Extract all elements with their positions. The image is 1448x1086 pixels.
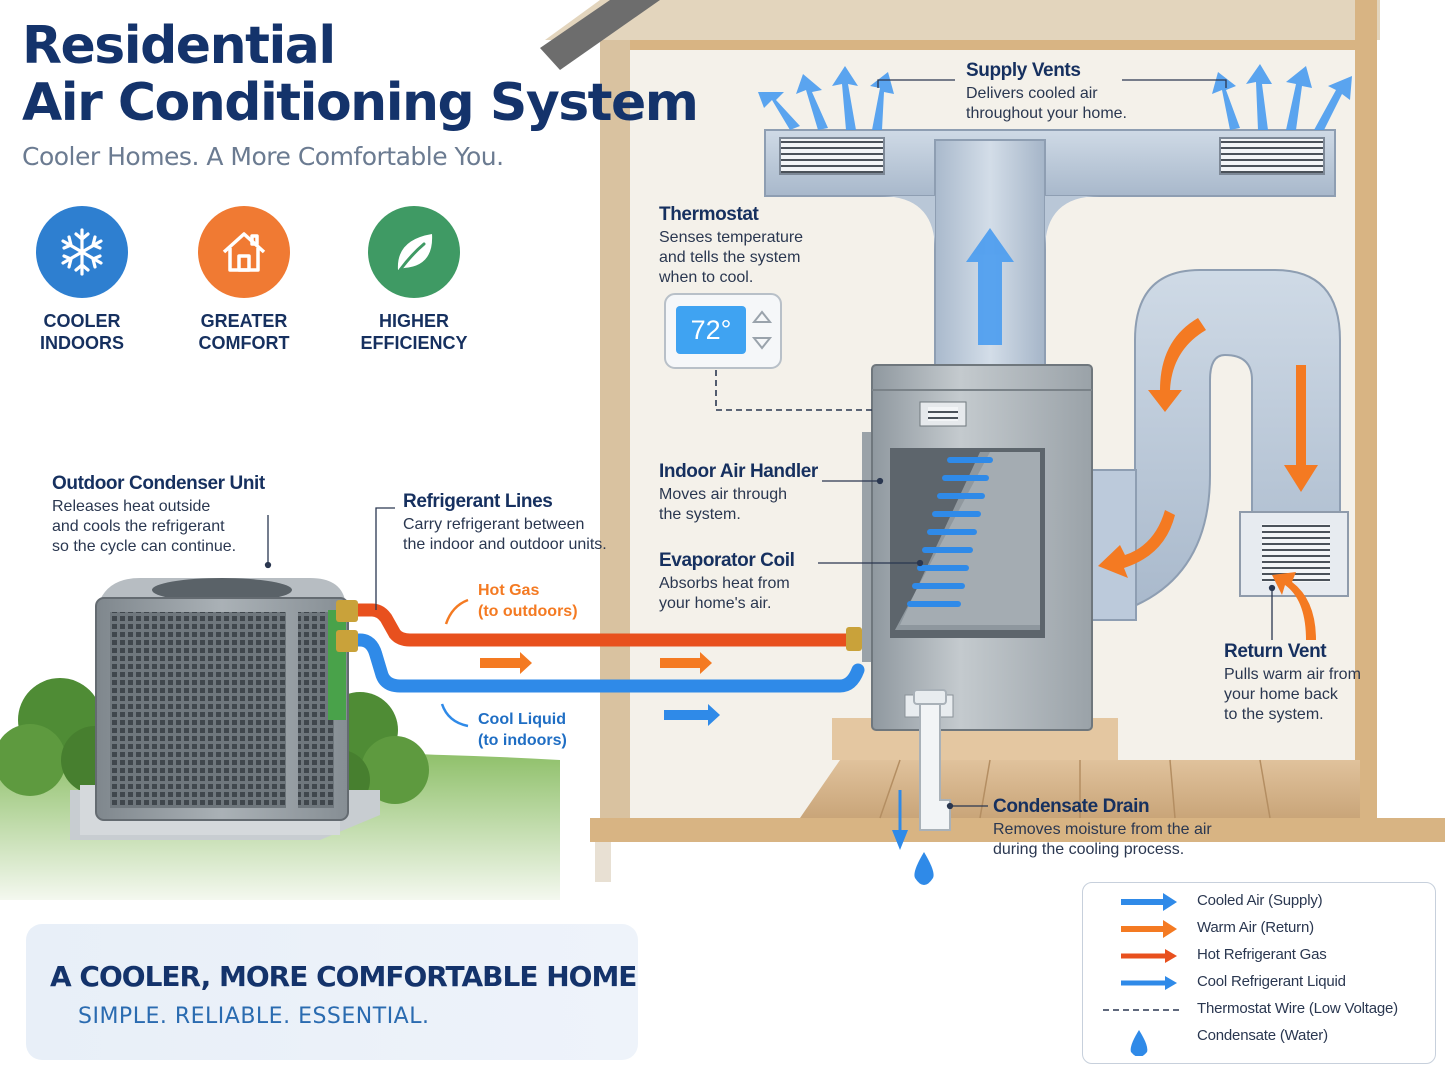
air-handler <box>862 364 1093 731</box>
thermostat-device <box>664 293 872 411</box>
benefit-label: GREATER COMFORT <box>198 311 290 353</box>
refrigerant-lines <box>336 598 865 728</box>
label-title: Condensate Drain <box>993 796 1150 817</box>
leader-lines <box>264 79 1276 810</box>
page-subtitle: Cooler Homes. A More Comfortable You. <box>22 142 504 171</box>
label-title: Supply Vents <box>966 60 1081 81</box>
blue-line-arrow-icon <box>1121 976 1177 990</box>
bottom-banner: A COOLER, MORE COMFORTABLE HOME SIMPLE. … <box>26 924 638 1060</box>
title-line-1: Residential <box>22 16 336 76</box>
supply-air-arrows <box>758 64 1352 345</box>
label-desc: Moves air through the system. <box>659 486 788 523</box>
label-title: Indoor Air Handler <box>659 461 818 482</box>
page-title: Residential Air Conditioning System <box>22 16 699 133</box>
banner-tagline: SIMPLE. RELIABLE. ESSENTIAL. <box>78 1004 430 1029</box>
benefit-label: HIGHER EFFICIENCY <box>360 311 468 353</box>
label-condensate-drain: Condensate Drain Removes moisture from t… <box>993 796 1212 860</box>
blue-arrow-icon <box>1121 893 1177 911</box>
banner-headline: A COOLER, MORE COMFORTABLE HOME <box>50 960 637 993</box>
leaf-icon <box>368 206 460 298</box>
dashed-line-icon <box>1103 1009 1181 1011</box>
thermostat-reading: 72° <box>690 314 732 345</box>
return-air-arrows <box>1098 318 1318 640</box>
label-title: Outdoor Condenser Unit <box>52 473 265 494</box>
legend-label: Hot Refrigerant Gas <box>1197 946 1327 963</box>
legend-item-hot-refrigerant: Hot Refrigerant Gas <box>1083 943 1435 970</box>
condensate-pipe <box>892 689 951 885</box>
legend-label: Warm Air (Return) <box>1197 919 1314 936</box>
label-desc: Delivers cooled air throughout your home… <box>966 85 1127 122</box>
title-line-2: Air Conditioning System <box>22 73 699 133</box>
orange-line-arrow-icon <box>1121 949 1177 963</box>
flow-label-cool-liquid: Cool Liquid (to indoors) <box>478 711 567 749</box>
legend-label: Condensate (Water) <box>1197 1027 1328 1044</box>
label-title: Evaporator Coil <box>659 550 795 571</box>
return-duct <box>1075 269 1349 622</box>
label-refrigerant-lines: Refrigerant Lines Carry refrigerant betw… <box>403 491 607 555</box>
orange-arrow-icon <box>1121 920 1177 938</box>
legend-label: Cooled Air (Supply) <box>1197 892 1323 909</box>
label-indoor-air-handler: Indoor Air Handler Moves air through the… <box>659 461 818 525</box>
label-desc: Absorbs heat from your home's air. <box>659 575 790 612</box>
legend: Cooled Air (Supply) Warm Air (Return) Ho… <box>1082 882 1436 1064</box>
label-return-vent: Return Vent Pulls warm air from your hom… <box>1224 641 1361 725</box>
label-desc: Removes moisture from the air during the… <box>993 821 1212 858</box>
legend-label: Cool Refrigerant Liquid <box>1197 973 1346 990</box>
legend-item-condensate: Condensate (Water) <box>1083 1024 1435 1056</box>
house-icon <box>198 206 290 298</box>
legend-item-thermostat-wire: Thermostat Wire (Low Voltage) <box>1083 997 1435 1024</box>
label-title: Return Vent <box>1224 641 1327 662</box>
legend-label: Thermostat Wire (Low Voltage) <box>1197 1000 1398 1017</box>
benefit-greater-comfort: GREATER COMFORT <box>159 206 329 354</box>
legend-item-cool-refrigerant: Cool Refrigerant Liquid <box>1083 970 1435 997</box>
label-title: Refrigerant Lines <box>403 491 553 512</box>
evaporator-coil <box>907 457 993 607</box>
supply-duct <box>764 129 1336 371</box>
flow-label-hot-gas: Hot Gas (to outdoors) <box>478 582 578 620</box>
legend-item-cooled-air: Cooled Air (Supply) <box>1083 889 1435 916</box>
label-supply-vents: Supply Vents Delivers cooled air through… <box>966 60 1127 124</box>
benefit-cooler-indoors: COOLER INDOORS <box>0 206 167 354</box>
benefit-higher-efficiency: HIGHER EFFICIENCY <box>329 206 499 354</box>
label-desc: Pulls warm air from your home back to th… <box>1224 666 1361 723</box>
label-title: Thermostat <box>659 204 759 225</box>
water-drop-icon <box>1130 1030 1148 1056</box>
benefit-label: COOLER INDOORS <box>39 311 124 353</box>
label-outdoor-condenser: Outdoor Condenser Unit Releases heat out… <box>52 473 265 557</box>
label-thermostat: Thermostat Senses temperature and tells … <box>659 204 803 288</box>
label-desc: Releases heat outside and cools the refr… <box>52 498 237 555</box>
legend-item-warm-air: Warm Air (Return) <box>1083 916 1435 943</box>
label-desc: Carry refrigerant between the indoor and… <box>403 516 607 553</box>
snowflake-icon <box>36 206 128 298</box>
label-desc: Senses temperature and tells the system … <box>659 229 804 286</box>
label-evaporator-coil: Evaporator Coil Absorbs heat from your h… <box>659 550 795 614</box>
outdoor-condenser <box>70 578 380 840</box>
